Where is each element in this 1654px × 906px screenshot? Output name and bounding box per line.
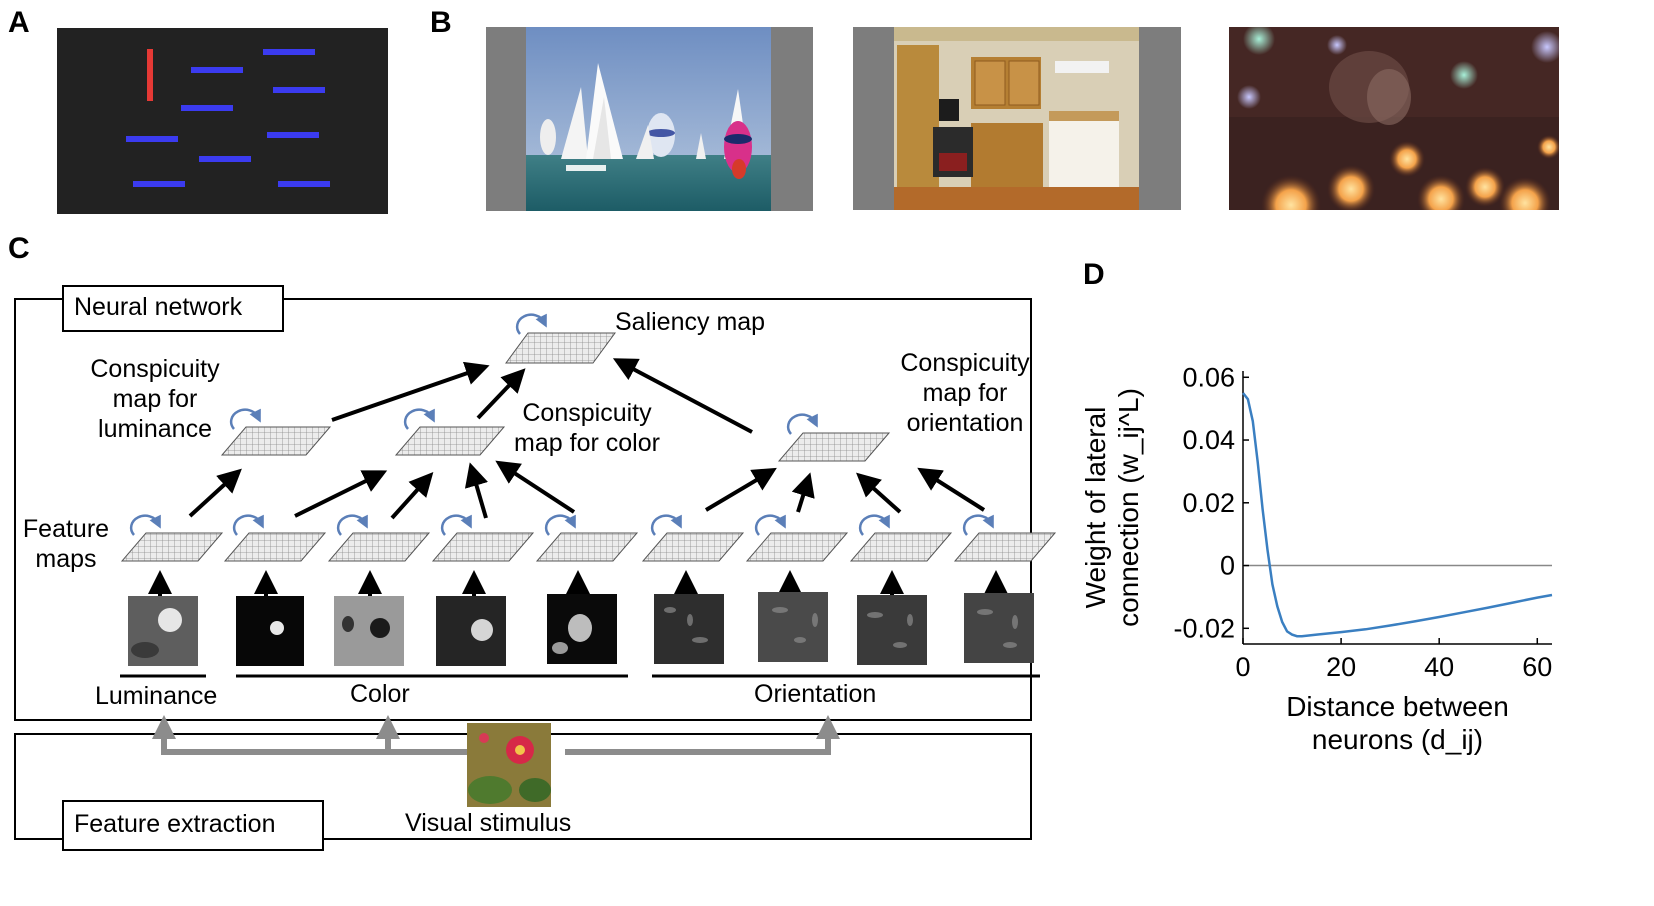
y-tick-label: 0.04 [1182, 425, 1235, 455]
neural-network-label: Neural network [74, 293, 243, 321]
visual-stimulus-label: Visual stimulus [405, 809, 572, 837]
connection-arrow [704, 467, 777, 512]
sailboats-image [486, 27, 813, 211]
recurrent-arrow-icon [858, 514, 890, 536]
recurrent-arrow-icon [336, 514, 368, 536]
color-channel-image [436, 596, 506, 666]
luminance-group-label: Luminance [95, 682, 218, 710]
distractor-bar [191, 67, 243, 73]
visual-stimulus-image [467, 723, 551, 807]
y-tick-label: 0 [1220, 551, 1235, 581]
x-axis-label: neurons (d_ij) [1312, 724, 1483, 755]
search-background [57, 28, 388, 214]
color-channel-image [236, 596, 304, 666]
feature-map-grid [953, 532, 1057, 562]
feature-map-grid [745, 532, 849, 562]
luminance-conspicuity-grid [220, 426, 332, 456]
distractor-bar [133, 181, 185, 187]
weight-curve [1242, 392, 1553, 638]
connection-arrow [188, 468, 242, 518]
feature-maps-label: Feature maps [22, 515, 110, 573]
recurrent-arrow-icon [440, 514, 472, 536]
recurrent-arrow-icon [962, 514, 994, 536]
panel-letter-a: A [8, 6, 30, 39]
orientation-channel-image [654, 594, 724, 664]
distractor-bar [278, 181, 330, 187]
feature-extraction-label: Feature extraction [74, 810, 276, 838]
color-channel-image [334, 596, 404, 666]
x-axis-label: Distance between [1286, 691, 1509, 722]
luminance-conspicuity-label: Conspicuity map for luminance [90, 355, 220, 443]
recurrent-arrow-icon [754, 514, 786, 536]
model-diagram [120, 313, 1057, 807]
orientation-group-label: Orientation [754, 680, 877, 708]
connection-arrow [464, 462, 488, 519]
target-bar [147, 49, 153, 101]
stimulus-arrow [152, 715, 467, 755]
feature-map-grid [535, 532, 639, 562]
color-group-label: Color [350, 680, 410, 708]
orientation-conspicuity-label: Conspicuity map for orientation [900, 349, 1030, 437]
orientation-channel-image [964, 593, 1034, 663]
neural-network-label-box [62, 285, 284, 332]
recurrent-arrow-icon [544, 514, 576, 536]
feature-map-grid [849, 532, 953, 562]
connection-arrow [390, 472, 434, 520]
connection-arrow [917, 467, 986, 512]
connection-arrow [612, 358, 753, 434]
connection-arrow [331, 361, 490, 422]
orientation-channel-image [857, 595, 927, 665]
distractor-bar [267, 132, 319, 138]
distractor-bars [126, 49, 330, 187]
panel-letter-c: C [8, 232, 30, 265]
orientation-channel-image [758, 592, 828, 662]
connection-arrow [495, 460, 576, 514]
x-tick-label: 40 [1424, 652, 1454, 682]
y-tick-label: 0.06 [1182, 362, 1235, 392]
saliency-map-label: Saliency map [615, 308, 766, 336]
distractor-bar [181, 105, 233, 111]
y-tick-label: 0.02 [1182, 488, 1235, 518]
connection-arrow [476, 368, 526, 420]
y-tick-label: -0.02 [1173, 613, 1235, 643]
color-conspicuity-label: Conspicuity map for color [514, 399, 660, 457]
color-conspicuity-grid [394, 426, 506, 456]
recurrent-arrow-icon [229, 408, 261, 430]
recurrent-arrow-icon [403, 408, 435, 430]
y-axis-label: Weight of lateral [1080, 407, 1111, 609]
panel-letter-b: B [430, 6, 452, 39]
recurrent-arrow-icon [129, 514, 161, 536]
blurred-scene-image [1229, 27, 1559, 210]
feature-map-grid [327, 532, 431, 562]
feature-map-grid [641, 532, 745, 562]
saliency-map-grid [505, 332, 616, 364]
recurrent-arrow-icon [515, 313, 547, 335]
feature-map-grid [120, 532, 224, 562]
x-tick-label: 0 [1235, 652, 1250, 682]
distractor-bar [199, 156, 251, 162]
connection-arrow [294, 470, 388, 518]
connection-arrow [856, 472, 902, 514]
hospital-room-image [853, 27, 1181, 210]
stimulus-arrow [565, 715, 840, 755]
y-axis-label: connection (w_ij^L) [1113, 388, 1144, 627]
connection-arrow [791, 472, 815, 513]
recurrent-arrow-icon [786, 413, 818, 435]
recurrent-arrow-icon [232, 514, 264, 536]
recurrent-arrow-icon [650, 514, 682, 536]
distractor-bar [126, 136, 178, 142]
feature-map-grid [223, 532, 327, 562]
distractor-bar [263, 49, 315, 55]
feature-map-grid [431, 532, 535, 562]
distractor-bar [273, 87, 325, 93]
x-tick-label: 60 [1522, 652, 1552, 682]
search-stimulus [57, 28, 388, 214]
orientation-conspicuity-grid [777, 432, 891, 462]
feature-extraction-label-box [62, 800, 324, 851]
x-tick-label: 20 [1326, 652, 1356, 682]
panel-letter-d: D [1083, 258, 1105, 291]
